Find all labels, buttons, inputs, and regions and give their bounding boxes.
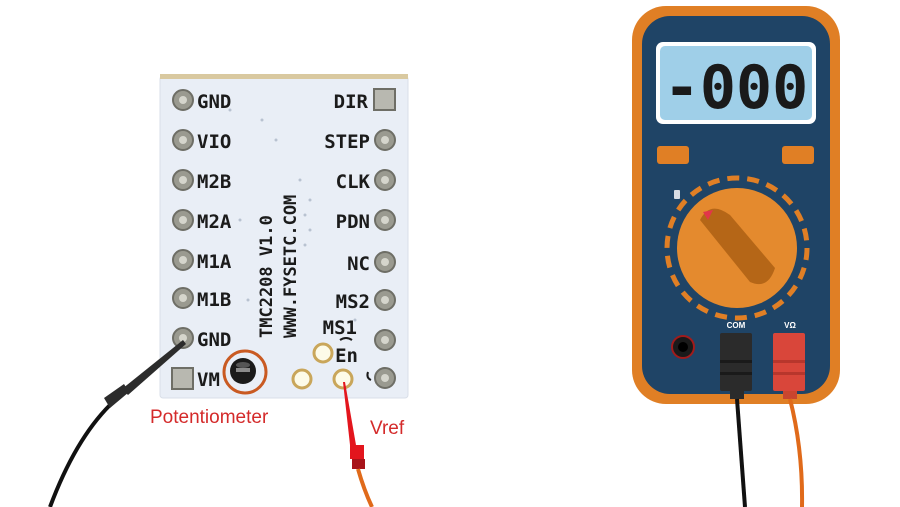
pin-label: M1B [197, 289, 231, 311]
lcd-reading: -000 [664, 53, 809, 123]
v-ohm-jack-label: VΩ [784, 321, 796, 330]
pin-step [374, 129, 396, 151]
pin-label: MS2 [336, 291, 370, 313]
black-probe [48, 340, 186, 507]
left-pin-labels: GND VIO M2B M2A M1A M1B GND VM [197, 91, 232, 391]
voltage-mode-icon [674, 190, 680, 199]
pin-nc [374, 251, 396, 273]
potentiometer [222, 349, 268, 395]
lcd-display [660, 46, 812, 120]
silkscreen-mark [366, 371, 372, 381]
pin-label: VIO [197, 131, 231, 153]
pin-clk [374, 169, 396, 191]
com-jack-label: COM [727, 321, 746, 330]
left-pin-header [171, 89, 194, 390]
pin-m2a [172, 209, 194, 231]
pin-ms1 [374, 329, 396, 351]
potentiometer-label: Potentiometer [150, 407, 269, 428]
pin-m1b [172, 287, 194, 309]
tmc2208-board [159, 74, 409, 399]
pin-ms2 [374, 289, 396, 311]
right-pin-header [373, 88, 396, 389]
pin-en [374, 367, 396, 389]
pin-label: M2B [197, 171, 231, 193]
pin-label: PDN [336, 211, 370, 233]
pin-label: NC [347, 253, 370, 275]
right-function-button[interactable] [782, 146, 814, 164]
dial-pointer-icon [703, 210, 713, 220]
pin-dir [373, 88, 396, 111]
pin-label: M2A [197, 211, 232, 233]
pin-m1a [172, 249, 194, 271]
pin-label: GND [197, 329, 231, 351]
red-probe [343, 382, 374, 507]
dial-knob [700, 208, 775, 285]
pin-label: STEP [324, 131, 370, 153]
pin-label: GND [197, 91, 231, 113]
pin-m2b [172, 169, 194, 191]
vref-label: Vref [370, 418, 405, 439]
pin-gnd-bottom [172, 327, 194, 349]
vref-pad [332, 368, 354, 390]
pin-label: MS1 [323, 317, 357, 339]
pin-pdn [374, 209, 396, 231]
pin-label: M1A [197, 251, 232, 273]
dial-scale-ring [664, 175, 810, 321]
pin-label: En [335, 345, 358, 367]
gold-pads [291, 342, 354, 390]
board-model-text: TMC2208 V1.0 [257, 215, 277, 338]
potentiometer-highlight-circle [222, 349, 268, 395]
pin-label: VM [197, 369, 220, 391]
board-vertical-text: TMC2208 V1.0 WWW.FYSETC.COM [257, 195, 301, 338]
left-function-button[interactable] [657, 146, 689, 164]
pin-label: CLK [336, 171, 371, 193]
pin-vio [172, 129, 194, 151]
black-test-lead [735, 398, 747, 507]
pin-label: DIR [334, 91, 369, 113]
silkscreen-mark [339, 337, 353, 341]
pin-vm [171, 367, 194, 390]
pin-gnd-top [172, 89, 194, 111]
right-pin-labels: DIR STEP CLK PDN NC MS2 MS1 En [323, 91, 371, 367]
multimeter: -000 COM VΩ [632, 6, 840, 404]
red-test-lead [788, 398, 805, 507]
board-website-text: WWW.FYSETC.COM [281, 195, 301, 338]
